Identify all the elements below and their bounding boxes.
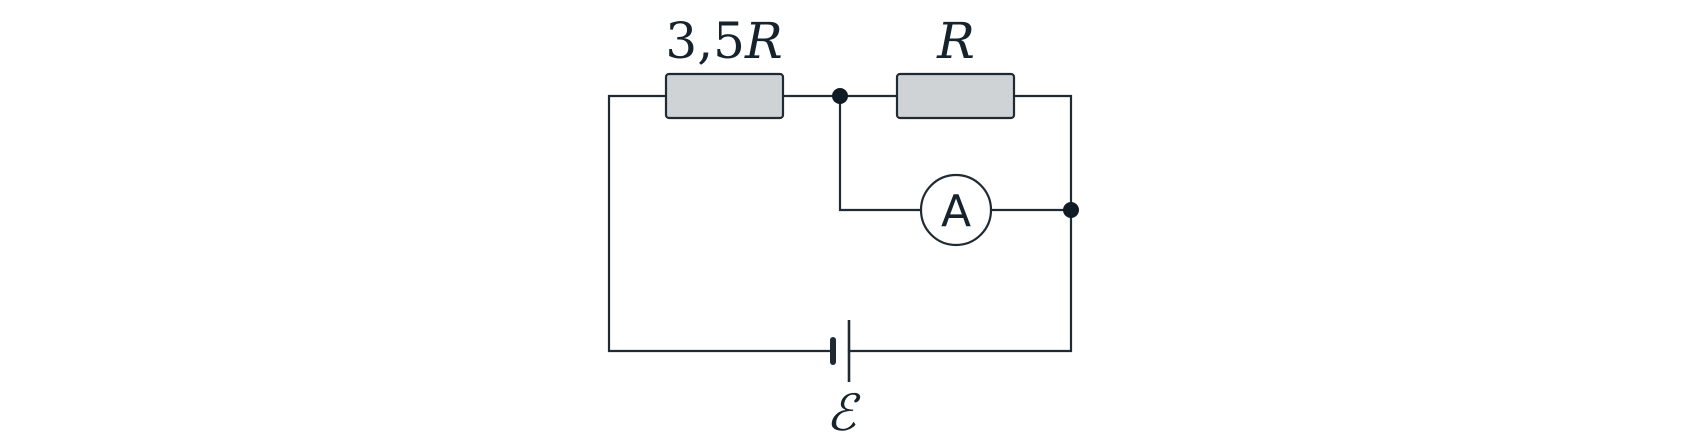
ammeter: A	[919, 173, 993, 247]
resistor-left-number: 3,5	[665, 12, 745, 70]
battery-emf-label: ℰ	[826, 384, 861, 439]
junction-right	[1063, 202, 1079, 218]
wire-top-left	[607, 94, 835, 353]
wire-ammeter-branch-left	[838, 94, 923, 212]
resistor-right-body	[895, 72, 1016, 120]
ammeter-ring	[919, 173, 993, 247]
resistor-left-body	[664, 72, 785, 120]
wires	[607, 94, 1073, 353]
resistor-left-label: 3,5R	[665, 12, 782, 70]
resistor-left: 3,5R	[664, 12, 785, 120]
resistor-right-label: R	[936, 12, 975, 70]
battery: ℰ	[826, 320, 861, 439]
junction-top	[832, 88, 848, 104]
resistor-left-symbol: R	[744, 12, 783, 70]
ammeter-letter: A	[941, 186, 971, 237]
wire-right-side	[847, 94, 1073, 353]
resistor-right: R	[895, 12, 1016, 120]
